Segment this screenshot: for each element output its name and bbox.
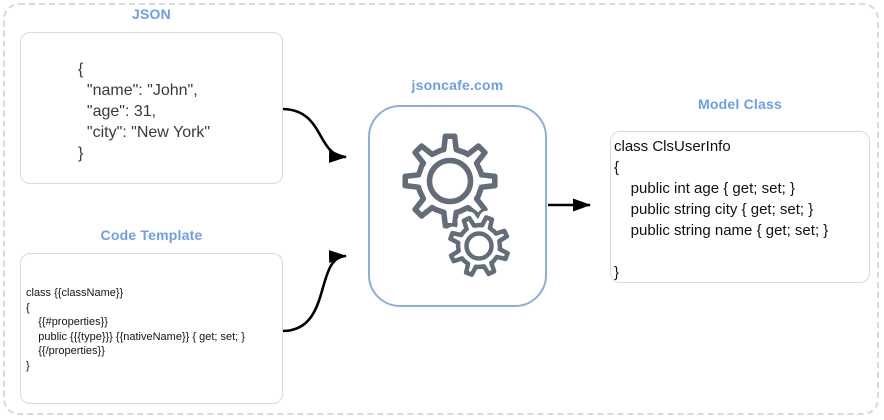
code-template-node-label: Code Template — [100, 227, 203, 243]
arrow-json-to-processor — [282, 107, 347, 163]
model-class-code-text: class ClsUserInfo { public int age { get… — [614, 138, 829, 281]
code-template-text: class {{className}} { {{#properties}} pu… — [26, 287, 245, 372]
json-node-box: { "name": "John", "age": 31, "city": "Ne… — [20, 32, 283, 184]
processor-node-label: jsoncafe.com — [411, 77, 504, 93]
json-node-label: JSON — [132, 6, 171, 22]
processor-node-box — [368, 105, 547, 307]
model-class-node-label: Model Class — [698, 96, 782, 112]
json-code-text: { "name": "John", "age": 31, "city": "Ne… — [78, 61, 211, 162]
model-class-node-box: class ClsUserInfo { public int age { get… — [610, 131, 870, 283]
code-template-node-box: class {{className}} { {{#properties}} pu… — [20, 253, 283, 404]
arrow-template-to-processor — [282, 250, 347, 333]
gears-icon — [402, 133, 515, 282]
